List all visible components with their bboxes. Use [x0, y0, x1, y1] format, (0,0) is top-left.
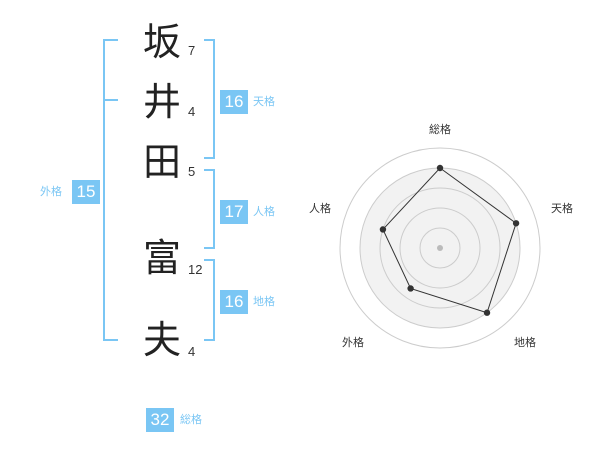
name-char-2: 井 [142, 80, 181, 124]
stroke-count-4: 12 [188, 262, 203, 277]
tenkaku-bracket [204, 39, 215, 159]
radar-point-4 [407, 285, 414, 292]
stroke-count-2: 4 [188, 104, 196, 119]
jinkaku-bracket [204, 169, 215, 249]
jinkaku-badge: 17 [220, 200, 248, 224]
chikaku-label: 地格 [253, 295, 275, 308]
name-char-5: 夫 [142, 318, 181, 362]
chikaku-badge: 16 [220, 290, 248, 314]
radar-point-3 [483, 309, 491, 316]
gaikaku-bracket [103, 39, 118, 341]
radar-point-5 [379, 226, 387, 233]
radar-point-2 [512, 220, 520, 227]
radar-axis-label-1: 総格 [429, 122, 451, 136]
soukaku-label: 総格 [180, 413, 202, 426]
gaikaku-badge: 15 [72, 180, 100, 204]
name-char-4: 富 [142, 236, 181, 280]
radar-point-1 [436, 164, 444, 172]
radar-axis-label-5: 人格 [309, 201, 331, 215]
tenkaku-label: 天格 [253, 95, 275, 108]
tenkaku-badge: 16 [220, 90, 248, 114]
radar-axis-label-3: 地格 [514, 335, 536, 349]
radar-center-dot [437, 245, 443, 251]
name-char-1: 坂 [142, 20, 181, 64]
stroke-count-1: 7 [188, 43, 196, 58]
radar-ring-3 [379, 187, 501, 309]
radar-ring-2 [399, 207, 481, 289]
jinkaku-label: 人格 [253, 205, 275, 218]
chikaku-bracket [204, 259, 215, 341]
radar-ring-1 [419, 227, 461, 269]
soukaku-badge: 32 [146, 408, 174, 432]
radar-series-polygon [382, 167, 517, 314]
gaikaku-label: 外格 [40, 185, 62, 198]
stroke-count-3: 5 [188, 164, 196, 179]
stroke-count-5: 4 [188, 344, 196, 359]
radar-axis-label-4: 外格 [342, 335, 364, 349]
name-char-3: 田 [142, 140, 181, 184]
radar-axis-label-2: 天格 [551, 201, 573, 215]
